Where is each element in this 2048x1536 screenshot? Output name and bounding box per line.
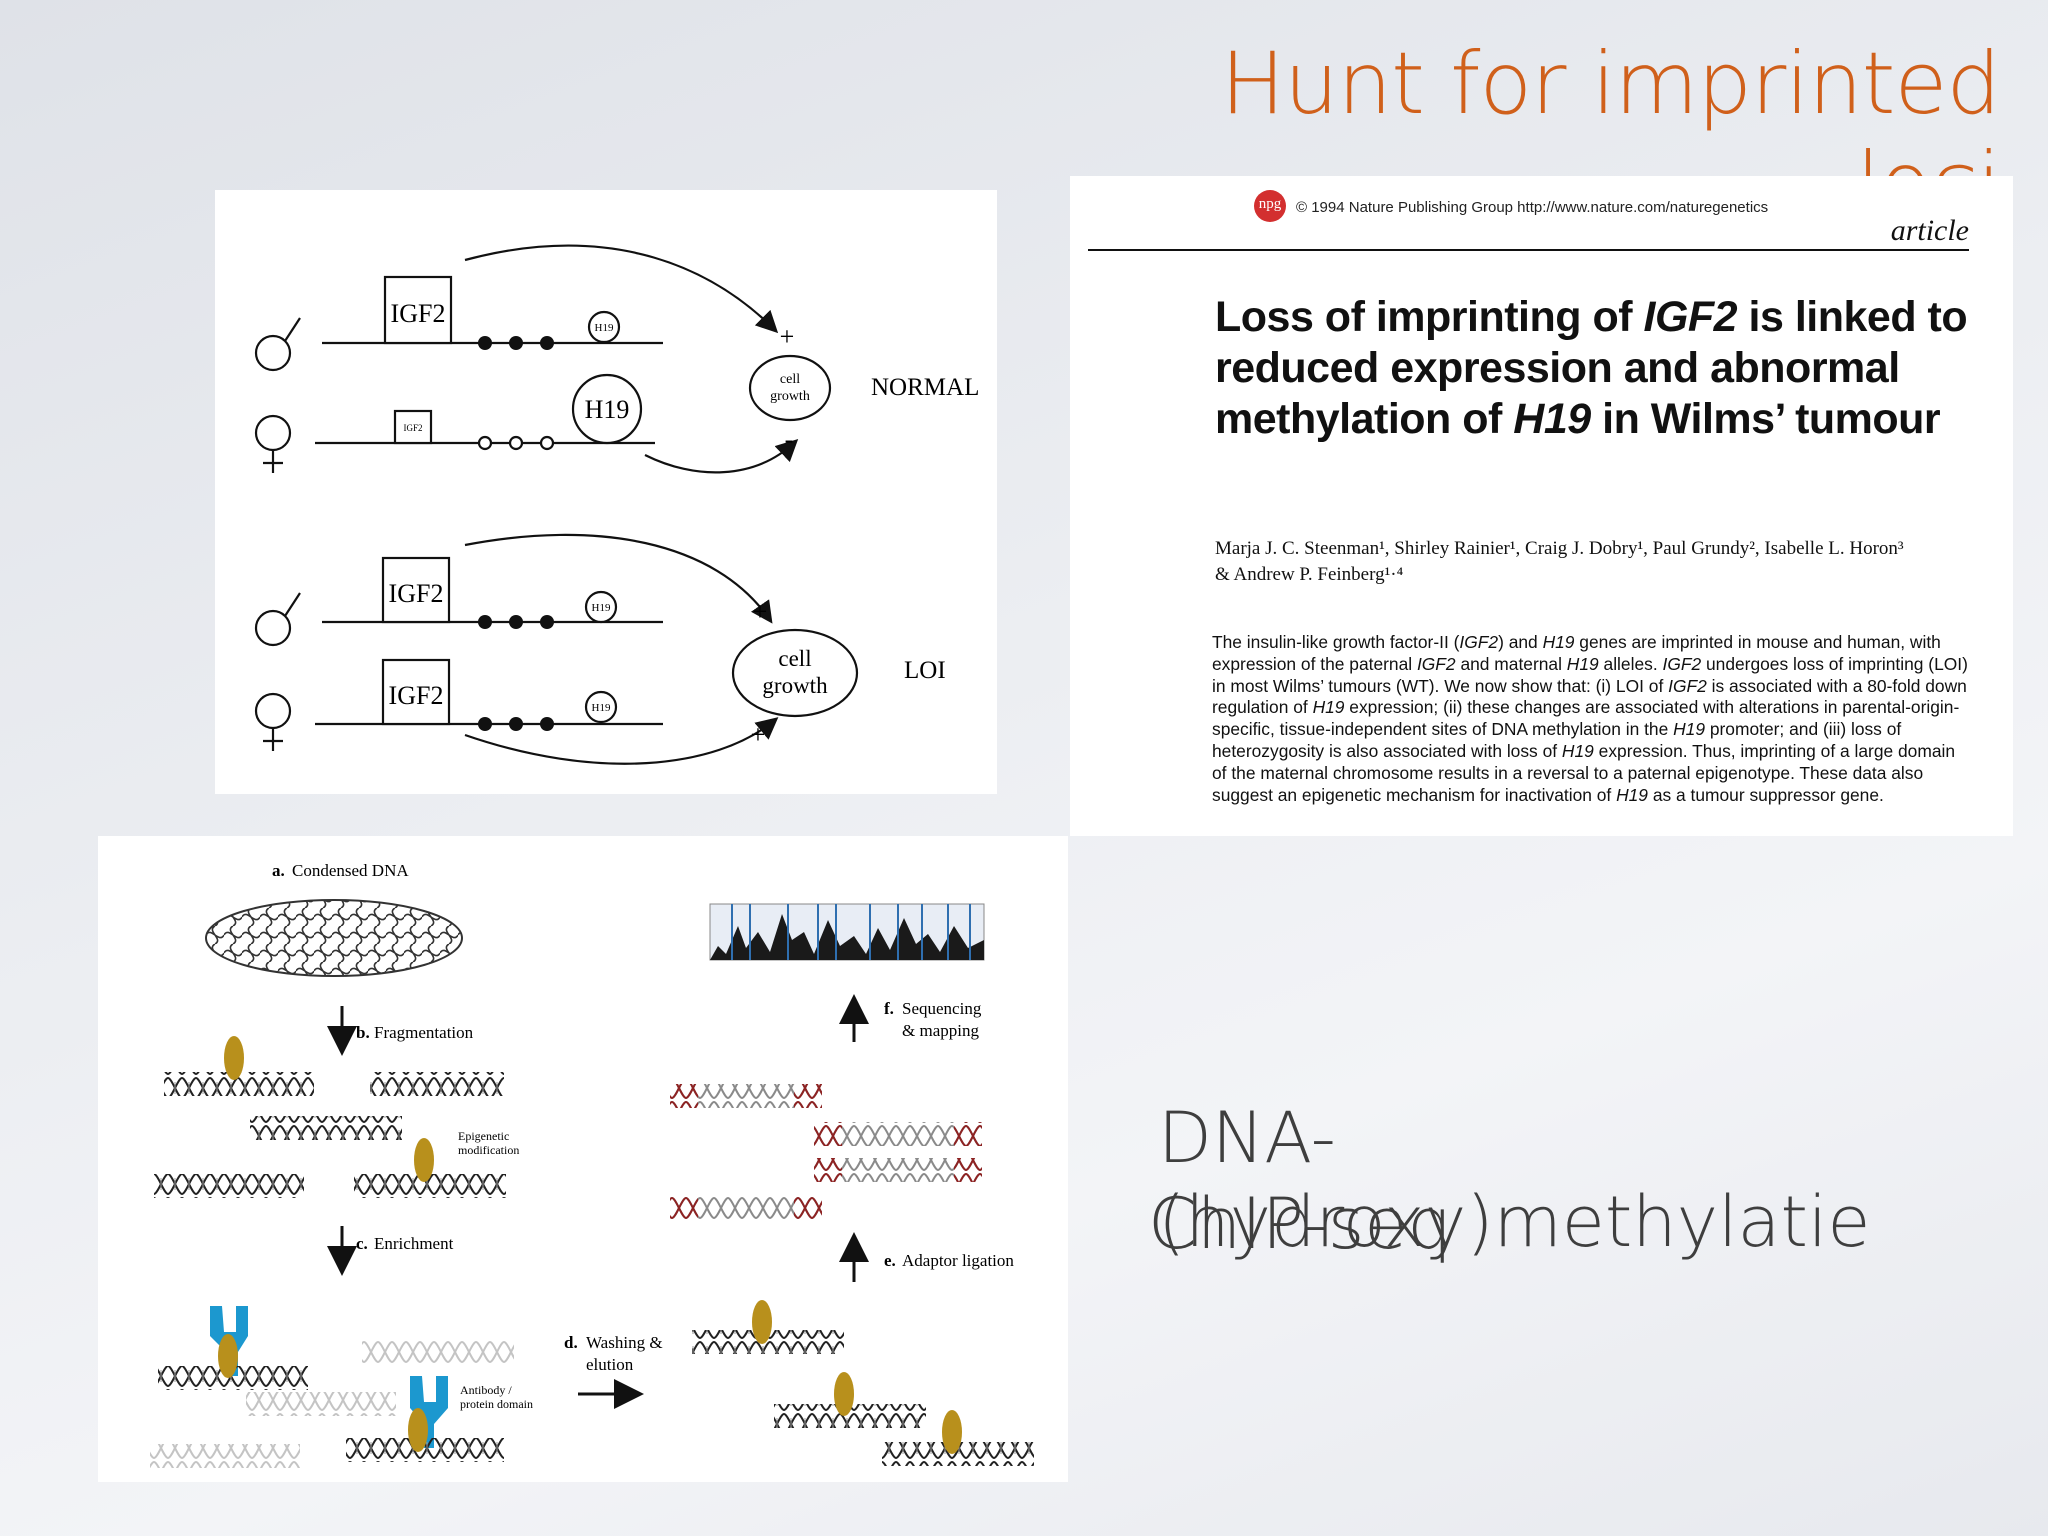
dna-fragment-unbound [150,1444,300,1468]
paper-title: Loss of imprinting of IGF2 is linked to … [1215,293,1968,443]
side-caption-chipseq: ChIP-seq [1148,1183,1452,1265]
npg-logo-text: npg [1258,196,1282,212]
cell-growth-node [748,354,832,422]
modification-marker [942,1410,962,1454]
epigenetic-label: Epigenetic [458,1129,509,1143]
condensed-dna-icon [205,899,463,977]
chip-seq-diagram: a. Condensed DNA b. Fragmentation Epigen… [98,836,1068,1482]
igf2-label: IGF2 [389,579,444,608]
igf2-box-silent [393,409,433,445]
igf2-label: IGF2 [391,299,446,328]
dna-fragment [354,1174,506,1198]
header-rule [1088,249,1969,251]
igf2-label: IGF2 [403,423,422,433]
step-b-letter: b. [356,1023,370,1042]
step-d-label: elution [586,1355,634,1374]
h19-label: H19 [592,602,611,614]
dna-fragment-unbound [362,1340,514,1364]
plus-sign: + [780,322,795,351]
step-f-label: & mapping [902,1021,979,1040]
step-e-label: Adaptor ligation [902,1251,1014,1270]
loi-label: LOI [904,657,946,684]
modification-marker [218,1334,238,1378]
plus-sign: + [753,597,768,626]
h19-circle-active [571,373,643,445]
step-c-letter: c. [356,1234,368,1253]
step-f-letter: f. [884,999,894,1018]
antibody-label: protein domain [460,1397,533,1411]
step-b-label: Fragmentation [374,1023,474,1042]
h19-label: H19 [595,322,614,334]
normal-label: NORMAL [871,374,979,401]
h19-label: H19 [592,702,611,714]
modification-marker [408,1408,428,1452]
modification-marker [224,1036,244,1080]
imprinting-diagram-svg: IGF2 H19 IGF2 H19 cell growth + - NORMAL… [254,244,979,765]
h19-circle-silent [587,310,621,344]
paper-excerpt: npg © 1994 Nature Publishing Group http:… [1070,176,2013,836]
female-symbol-icon [254,414,292,452]
side-caption-methylation: DNA-(hydroxy)methylatie [1158,1097,1871,1263]
modification-marker [752,1300,772,1344]
dna-fragment-unbound [246,1392,396,1416]
step-e-letter: e. [884,1251,896,1270]
sequencing-track [709,903,985,961]
imprinting-diagram: IGF2 H19 IGF2 H19 cell growth + - NORMAL… [215,190,997,794]
antibody-icon [410,1376,448,1448]
step-a-label: Condensed DNA [292,861,409,880]
step-d-label: Washing & [586,1333,663,1352]
dna-fragment [250,1116,402,1140]
cell-growth-label: cell [778,646,811,671]
cell-growth-label: growth [770,389,810,404]
antibody-label: Antibody / [460,1383,512,1397]
paper-abstract: The insulin-like growth factor-II (IGF2)… [1212,632,1968,805]
dna-fragment [154,1174,304,1198]
paper-authors: Marja J. C. Steenman¹, Shirley Rainier¹,… [1215,538,1904,585]
chip-seq-svg: a. Condensed DNA b. Fragmentation Epigen… [150,861,1034,1468]
cell-growth-label: cell [780,372,800,387]
paper-section-label: article [1890,214,1969,247]
step-d-letter: d. [564,1333,578,1352]
plus-sign: + [751,720,766,749]
paper-header: © 1994 Nature Publishing Group http://ww… [1296,199,1769,216]
step-c-label: Enrichment [374,1234,454,1253]
step-f-label: Sequencing [902,999,982,1018]
step-a-letter: a. [272,861,285,880]
male-symbol-icon [254,334,292,372]
h19-label: H19 [585,395,630,424]
modification-marker [414,1138,434,1182]
igf2-label: IGF2 [389,681,444,710]
epigenetic-label: modification [458,1143,519,1157]
igf2-box-active [383,275,453,345]
minus-sign: - [785,425,794,454]
modification-marker [834,1372,854,1416]
cell-growth-label: growth [762,673,828,698]
npg-logo-icon: npg [1254,190,1286,222]
dna-fragment [370,1072,504,1096]
